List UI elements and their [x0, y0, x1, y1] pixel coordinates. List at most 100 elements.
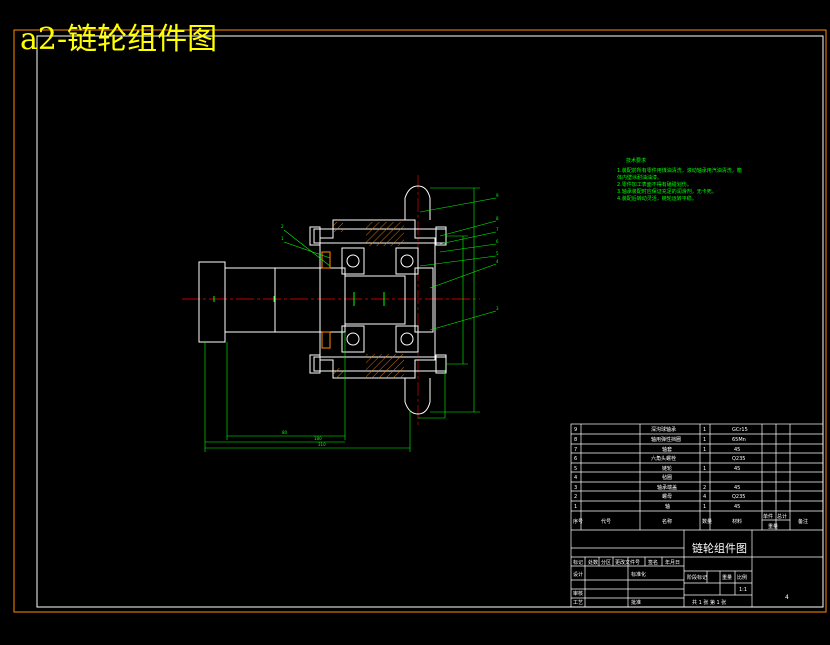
- parts-row-6: 6 六角头螺栓 Q235: [574, 455, 745, 462]
- parts-row-7: 7 轴套 1 45: [574, 446, 740, 453]
- notes-heading: 技术要求: [626, 157, 646, 164]
- svg-text:代号: 代号: [601, 518, 611, 525]
- svg-text:8: 8: [574, 437, 577, 443]
- sprocket-assembly: [198, 185, 447, 415]
- notes-line-5: 4.装配后转动灵活，链轮运转平稳。: [617, 195, 697, 202]
- parts-row-4: 4 毡圈: [574, 474, 672, 481]
- svg-text:六角头螺栓: 六角头螺栓: [651, 455, 676, 462]
- svg-text:4: 4: [574, 475, 577, 481]
- weight-label: 重量: [722, 574, 732, 581]
- parts-row-1: 1 轴 1 45: [574, 503, 740, 510]
- role-review: 审核: [573, 590, 583, 597]
- shaft: [274, 267, 346, 333]
- svg-text:2: 2: [574, 494, 577, 500]
- balloon-4: 4: [496, 259, 499, 264]
- label-mark: 标记: [573, 559, 583, 566]
- label-count: 处数: [588, 559, 598, 566]
- svg-text:1: 1: [703, 466, 706, 472]
- bearing-left-top: [341, 247, 365, 275]
- balloon-5: 5: [496, 251, 499, 256]
- svg-text:序号: 序号: [573, 518, 583, 525]
- svg-text:GCr15: GCr15: [732, 427, 748, 433]
- parts-row-8: 8 轴用弹性挡圈 1 65Mn: [574, 436, 746, 443]
- parts-row-5: 5 链轮 1 45: [574, 465, 740, 472]
- svg-text:名称: 名称: [662, 518, 672, 525]
- balloon-1: 1: [281, 236, 284, 241]
- balloon-2: 2: [281, 224, 284, 229]
- label-zone: 分区: [601, 559, 611, 566]
- drawing-name: 链轮组件图: [692, 541, 747, 555]
- svg-text:6: 6: [574, 456, 577, 462]
- sprocket-tooth-bottom: [404, 378, 431, 415]
- felt-seal-bottom: [321, 331, 331, 349]
- svg-text:45: 45: [734, 466, 740, 472]
- parts-list: 9 深沟球轴承 1 GCr15 8 轴用弹性挡圈 1 65Mn 7 轴套 1 4…: [573, 426, 808, 530]
- sprocket-tooth-top: [404, 185, 431, 220]
- svg-text:单件: 单件: [763, 513, 773, 520]
- balloon-8: 8: [496, 216, 499, 221]
- stage-label: 阶段标记: [687, 574, 707, 581]
- svg-text:1: 1: [703, 437, 706, 443]
- svg-text:45: 45: [734, 447, 740, 453]
- balloon-labels: 9 8 7 6 5 4 3 2 1: [281, 193, 499, 311]
- svg-text:2: 2: [703, 485, 706, 491]
- svg-text:5: 5: [574, 466, 577, 472]
- svg-text:4: 4: [703, 494, 706, 500]
- parts-list-grid: [571, 424, 823, 531]
- svg-text:轴套: 轴套: [662, 446, 672, 453]
- svg-text:轴用弹性挡圈: 轴用弹性挡圈: [651, 436, 681, 443]
- dimension-lines: [204, 187, 480, 452]
- svg-text:备注: 备注: [798, 518, 808, 525]
- felt-seal-top: [321, 251, 331, 269]
- svg-text:数量: 数量: [702, 518, 712, 525]
- scale-label: 比例: [737, 574, 747, 581]
- label-change-doc: 更改文件号: [615, 559, 640, 566]
- svg-text:材料: 材料: [732, 518, 742, 525]
- title-block-grid: [571, 530, 823, 607]
- svg-text:1: 1: [574, 504, 577, 510]
- balloon-6: 6: [496, 239, 499, 244]
- svg-text:链轮: 链轮: [662, 465, 672, 472]
- parts-row-3: 3 轴承端盖 2 45: [574, 484, 740, 491]
- title-block-text: 链轮组件图 标记 处数 分区 更改文件号 签名 年月日 设计 标准化 审核 工艺…: [573, 541, 789, 606]
- role-standardization: 标准化: [631, 571, 646, 578]
- notes-line-1: 1.装配前所有零件用煤油清洗，滚动轴承用汽油清洗，箱: [617, 167, 742, 174]
- svg-text:深沟球轴承: 深沟球轴承: [651, 426, 676, 433]
- svg-text:65Mn: 65Mn: [732, 437, 746, 443]
- balloon-7: 7: [496, 227, 499, 232]
- svg-text:1: 1: [703, 447, 706, 453]
- section-hatching: [333, 222, 404, 378]
- scale-value: 1:1: [739, 587, 747, 593]
- svg-text:Q235: Q235: [732, 456, 745, 462]
- balloon-9: 9: [496, 193, 499, 198]
- technical-notes: 技术要求 1.装配前所有零件用煤油清洗，滚动轴承用汽油清洗，箱 体内壁涂耐油油漆…: [617, 157, 742, 202]
- notes-line-2: 体内壁涂耐油油漆。: [617, 174, 662, 181]
- svg-text:45: 45: [734, 485, 740, 491]
- sheet-number: 4: [785, 594, 789, 601]
- parts-row-9: 9 深沟球轴承 1 GCr15: [574, 426, 748, 433]
- leader-lines: [283, 197, 497, 331]
- svg-text:45: 45: [734, 504, 740, 510]
- parts-list-header: 序号 代号 名称 数量 材料 单件 总计 重量 备注: [573, 513, 808, 530]
- drawing-title: a2-链轮组件图: [20, 22, 218, 57]
- svg-text:3: 3: [574, 485, 577, 491]
- role-process: 工艺: [573, 600, 583, 606]
- notes-line-3: 2.零件加工表面不得有磕碰划伤。: [617, 181, 692, 188]
- dimension-310: 310: [318, 442, 326, 447]
- title-block: [570, 423, 824, 608]
- svg-text:1: 1: [703, 427, 706, 433]
- outer-border: [13, 29, 827, 613]
- sheet-count: 共 1 张 第 1 张: [692, 599, 726, 606]
- end-cap: [414, 267, 434, 333]
- inner-border: [36, 35, 824, 608]
- balloon-3: 3: [496, 306, 499, 311]
- notes-line-4: 3.轴承装配时应保证充足的润滑剂，无卡死。: [617, 188, 717, 195]
- svg-text:1: 1: [703, 504, 706, 510]
- svg-text:轴: 轴: [665, 503, 670, 510]
- svg-text:毡圈: 毡圈: [662, 474, 672, 481]
- role-design: 设计: [573, 571, 583, 578]
- label-signature: 签名: [648, 559, 658, 566]
- shaft-end: [198, 261, 226, 343]
- parts-row-2: 2 螺母 4 Q235: [574, 493, 745, 500]
